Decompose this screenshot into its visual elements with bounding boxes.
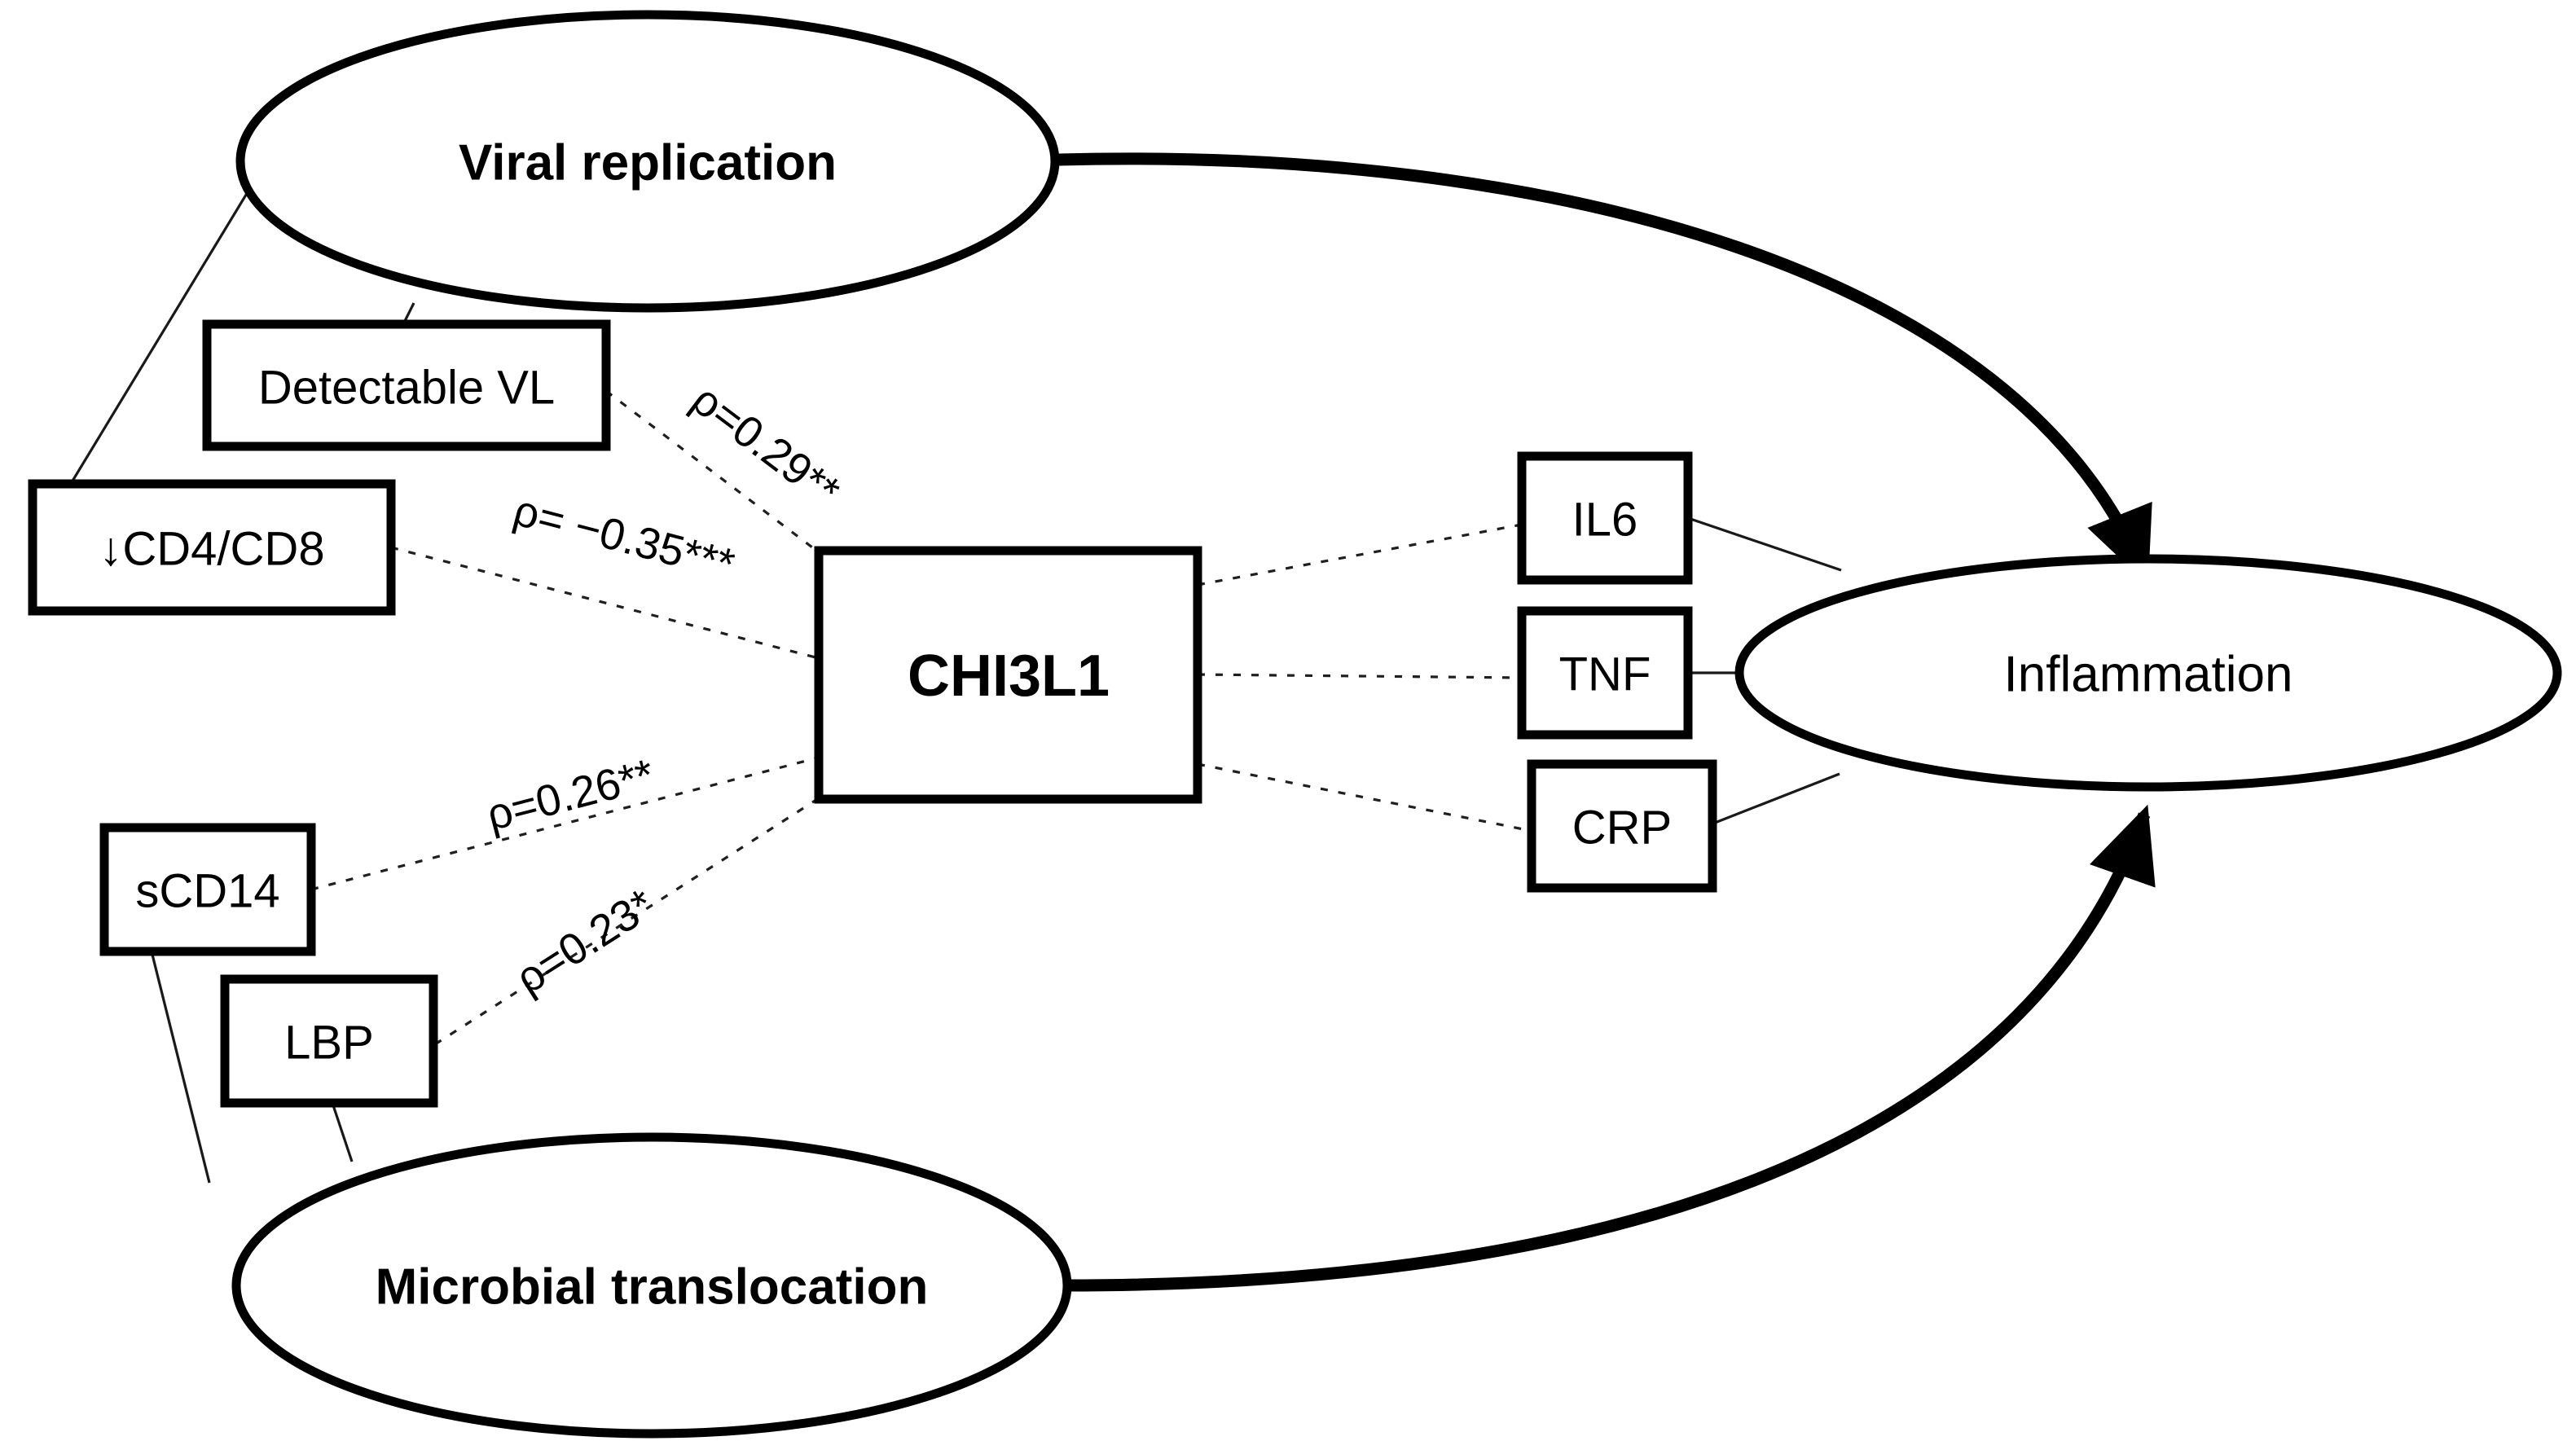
- edge-viral-replication-to-inflammation: [1058, 152, 2152, 586]
- edge-cd4cd8-to-chi3l1: [390, 546, 820, 660]
- il6-label: IL6: [1572, 494, 1638, 547]
- detectable-vl-box: [202, 319, 611, 451]
- correlation-label-scd14: ρ=0.26**: [481, 750, 659, 841]
- lbp-box: [220, 974, 438, 1108]
- edge-microbial-translocation-to-scd14: [147, 938, 211, 1184]
- detectable-vl-label: Detectable VL: [258, 362, 555, 415]
- inflammation-ellipse: [1734, 554, 2562, 792]
- tnf-label: TNF: [1559, 648, 1651, 701]
- viral-replication-ellipse: [235, 10, 1060, 313]
- inflammation-label: Inflammation: [2004, 647, 2293, 703]
- node-scd14[interactable]: sCD14: [99, 823, 316, 956]
- edge-il6-to-inflammation: [1687, 516, 1842, 572]
- edge-microbial-translocation-to-inflammation: [1065, 804, 2156, 1292]
- edge-crp-to-inflammation: [1710, 772, 1840, 826]
- edge-viral-replication-to-detectable-vl: [402, 302, 415, 323]
- il6-box: [1517, 451, 1693, 585]
- node-crp[interactable]: CRP: [1527, 759, 1717, 893]
- edge-lbp-to-chi3l1: [434, 797, 820, 1046]
- scd14-label: sCD14: [135, 865, 279, 918]
- edge-chi3l1-to-tnf: [1197, 673, 1523, 679]
- node-detectable-vl[interactable]: Detectable VL: [202, 319, 611, 451]
- crp-label: CRP: [1572, 802, 1672, 854]
- chi3l1-label: CHI3L1: [908, 644, 1110, 709]
- cd4-cd8-box: [28, 479, 396, 616]
- lbp-label: LBP: [284, 1017, 374, 1070]
- crp-box: [1527, 759, 1717, 893]
- node-il6[interactable]: IL6: [1517, 451, 1693, 585]
- correlation-label-detectable-vl: ρ=0.29**: [683, 375, 848, 516]
- node-cd4-cd8[interactable]: ↓CD4/CD8: [28, 479, 396, 616]
- node-lbp[interactable]: LBP: [220, 974, 438, 1108]
- edge-scd14-to-chi3l1: [310, 756, 820, 891]
- node-chi3l1[interactable]: CHI3L1: [814, 546, 1202, 804]
- chi3l1-box: [814, 546, 1202, 804]
- node-viral-replication[interactable]: Viral replication: [235, 10, 1060, 313]
- cd4-cd8-label: ↓CD4/CD8: [99, 523, 324, 576]
- edge-chi3l1-to-il6: [1197, 523, 1523, 587]
- correlation-label-lbp: ρ=0.23*: [507, 880, 662, 1004]
- node-inflammation[interactable]: Inflammation: [1734, 554, 2562, 792]
- correlation-label-cd4-cd8: ρ= −0.35***: [508, 485, 739, 589]
- edge-viral-replication-to-cd4cd8: [70, 175, 259, 483]
- scd14-box: [99, 823, 316, 956]
- node-microbial-translocation[interactable]: Microbial translocation: [231, 1132, 1072, 1439]
- node-tnf[interactable]: TNF: [1517, 606, 1693, 740]
- microbial-translocation-label: Microbial translocation: [376, 1259, 929, 1316]
- tnf-box: [1517, 606, 1693, 740]
- edge-chi3l1-to-crp: [1197, 762, 1532, 833]
- microbial-translocation-ellipse: [231, 1132, 1072, 1439]
- viral-replication-label: Viral replication: [459, 135, 837, 191]
